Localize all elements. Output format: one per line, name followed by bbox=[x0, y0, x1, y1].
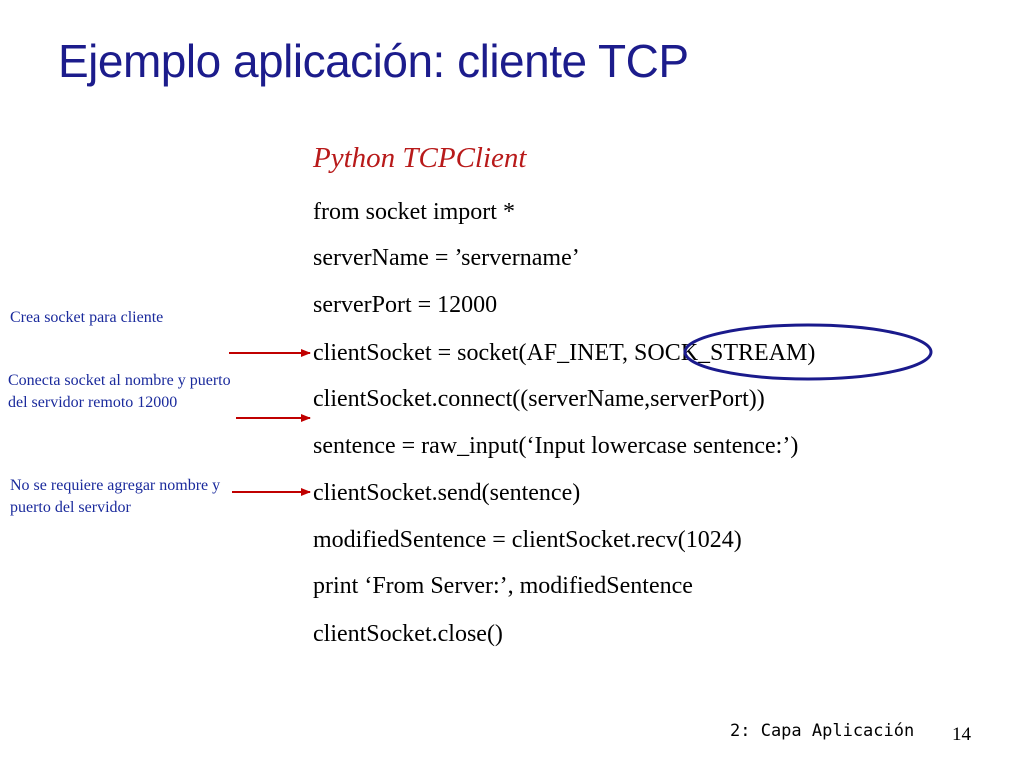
code-line-create-socket: clientSocket = socket(AF_INET, SOCK_STRE… bbox=[313, 340, 816, 366]
code-heading: Python TCPClient bbox=[313, 142, 527, 174]
note-create-socket: Crea socket para cliente bbox=[10, 309, 164, 326]
footer-section-label: 2: Capa Aplicación bbox=[730, 721, 915, 741]
code-line-server-port: serverPort = 12000 bbox=[313, 292, 498, 318]
page-number: 14 bbox=[952, 724, 971, 745]
code-line-server-name: serverName = ’servername’ bbox=[313, 245, 580, 271]
code-line-import: from socket import * bbox=[313, 199, 515, 225]
code-line-recv: modifiedSentence = clientSocket.recv(102… bbox=[313, 527, 742, 553]
slide-title: Ejemplo aplicación: cliente TCP bbox=[58, 35, 689, 87]
code-line-close: clientSocket.close() bbox=[313, 621, 503, 647]
code-line-raw-input: sentence = raw_input(‘Input lowercase se… bbox=[313, 433, 799, 459]
note-no-address-needed: No se requiere agregar nombre y puerto d… bbox=[10, 477, 221, 516]
highlight-circle-sock-stream bbox=[683, 323, 933, 381]
code-line-print: print ‘From Server:’, modifiedSentence bbox=[313, 573, 693, 599]
code-line-send: clientSocket.send(sentence) bbox=[313, 480, 581, 506]
note-connect-socket: Conecta socket al nombre y puerto del se… bbox=[8, 372, 231, 411]
code-line-connect: clientSocket.connect((serverName,serverP… bbox=[313, 386, 765, 412]
